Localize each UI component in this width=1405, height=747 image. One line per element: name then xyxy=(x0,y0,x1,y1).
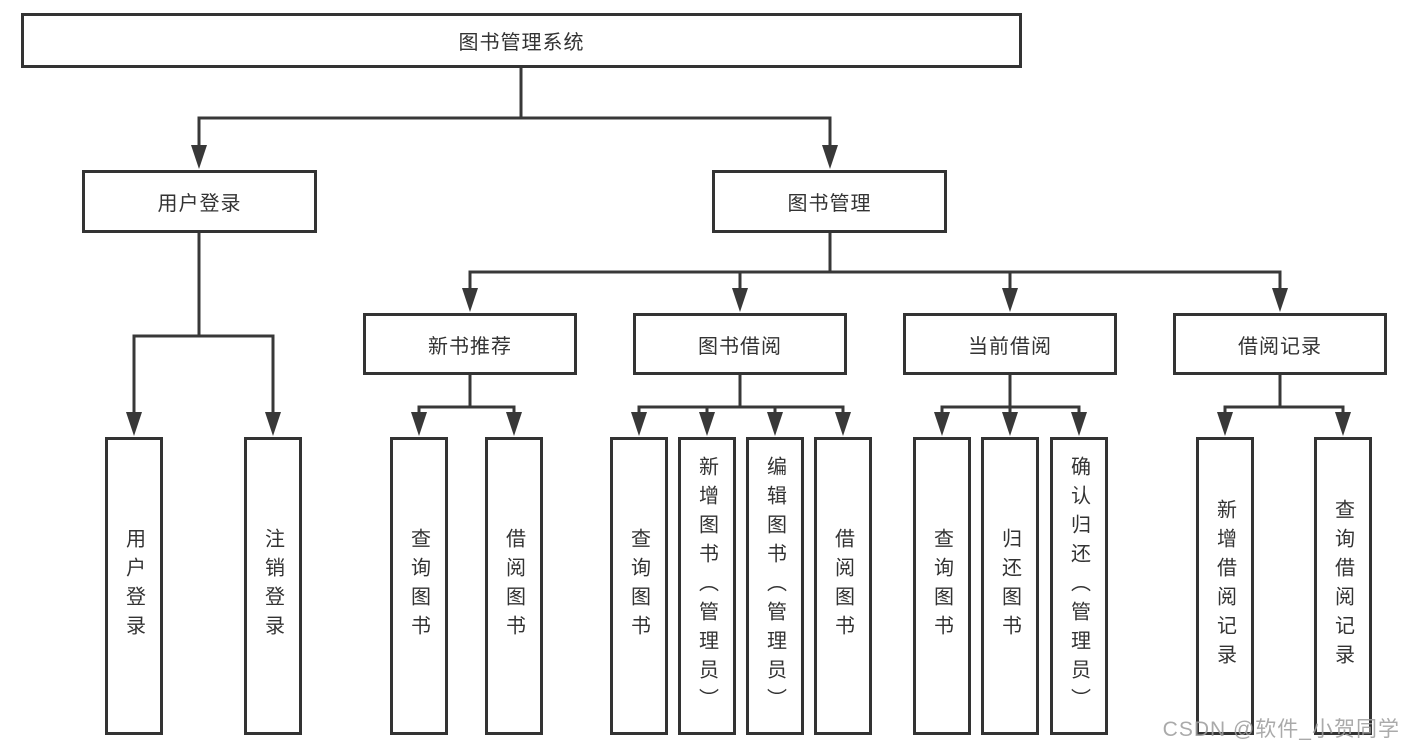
leaf-borrow-add-books-admin: 新增图书（管理员） xyxy=(678,437,736,735)
leaf-current-return-books: 归还图书 xyxy=(981,437,1039,735)
node-current-borrowing: 当前借阅 xyxy=(903,313,1117,375)
leaf-logout-label: 注销登录 xyxy=(261,528,284,644)
leaf-borrow-edit-books-admin-label: 编辑图书（管理员） xyxy=(763,455,786,717)
csdn-watermark: CSDN @软件_小贺同学 xyxy=(1162,718,1400,741)
node-root: 图书管理系统 xyxy=(21,13,1022,68)
node-new-book-recommendation-label: 新书推荐 xyxy=(428,335,512,358)
node-new-book-recommendation: 新书推荐 xyxy=(363,313,577,375)
leaf-user-login-label: 用户登录 xyxy=(122,528,145,644)
leaf-borrow-add-books-admin-label: 新增图书（管理员） xyxy=(695,455,718,717)
leaf-recommend-query-books-label: 查询图书 xyxy=(407,528,430,644)
leaf-logout: 注销登录 xyxy=(244,437,302,735)
leaf-current-query-books-label: 查询图书 xyxy=(930,528,953,644)
leaf-recommend-borrow-books: 借阅图书 xyxy=(485,437,543,735)
node-root-label: 图书管理系统 xyxy=(458,32,585,54)
leaf-records-query-record: 查询借阅记录 xyxy=(1314,437,1372,735)
leaf-user-login: 用户登录 xyxy=(105,437,163,735)
node-user-login-label: 用户登录 xyxy=(157,193,242,215)
leaf-recommend-query-books: 查询图书 xyxy=(390,437,448,735)
leaf-records-query-record-label: 查询借阅记录 xyxy=(1331,499,1354,673)
leaf-current-confirm-return-admin: 确认归还（管理员） xyxy=(1050,437,1108,735)
leaf-current-query-books: 查询图书 xyxy=(913,437,971,735)
node-book-management: 图书管理 xyxy=(712,170,947,233)
leaf-borrow-edit-books-admin: 编辑图书（管理员） xyxy=(746,437,804,735)
leaf-records-add-record-label: 新增借阅记录 xyxy=(1213,499,1236,673)
node-book-borrowing: 图书借阅 xyxy=(633,313,847,375)
node-current-borrowing-label: 当前借阅 xyxy=(968,335,1052,358)
node-user-login: 用户登录 xyxy=(82,170,317,233)
leaf-current-confirm-return-admin-label: 确认归还（管理员） xyxy=(1067,455,1090,717)
leaf-current-return-books-label: 归还图书 xyxy=(998,528,1021,644)
node-book-management-label: 图书管理 xyxy=(787,193,872,215)
node-borrowing-records-label: 借阅记录 xyxy=(1238,335,1322,358)
leaf-borrow-borrow-books-label: 借阅图书 xyxy=(831,528,854,644)
leaf-borrow-query-books: 查询图书 xyxy=(610,437,668,735)
node-book-borrowing-label: 图书借阅 xyxy=(698,335,782,358)
leaf-borrow-query-books-label: 查询图书 xyxy=(627,528,650,644)
leaf-borrow-borrow-books: 借阅图书 xyxy=(814,437,872,735)
connector-arrowheads xyxy=(126,145,1351,436)
node-borrowing-records: 借阅记录 xyxy=(1173,313,1387,375)
leaf-records-add-record: 新增借阅记录 xyxy=(1196,437,1254,735)
leaf-recommend-borrow-books-label: 借阅图书 xyxy=(502,528,525,644)
